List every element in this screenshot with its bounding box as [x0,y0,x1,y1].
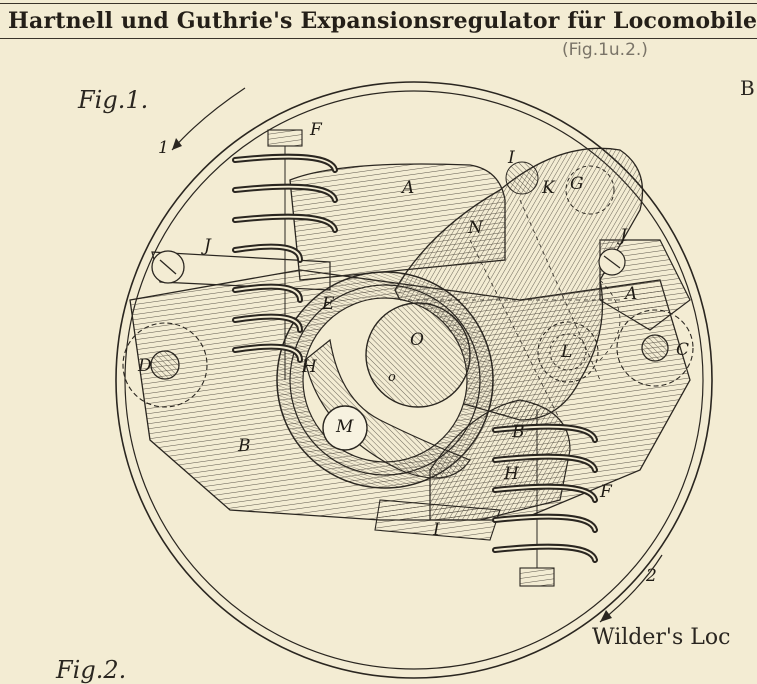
arrowhead-2 [600,610,612,622]
label-e: E [322,294,335,314]
label-a-right: A [625,284,638,304]
label-o-small: o [388,370,396,385]
spring-f-right [492,410,598,587]
label-l: L [561,342,573,362]
shaft-o [365,302,471,408]
label-rotation-2: 2 [646,566,657,586]
rod-j-eye-slot [159,259,177,275]
figure-reference: (Fig.1u.2.) [562,40,648,60]
boss-d-outline [122,322,208,408]
label-k: K [542,178,555,198]
fig2-caption: Fig.2. [56,656,127,684]
construction-lines [400,199,621,421]
label-n: N [468,218,483,238]
bolt-c [641,334,669,362]
label-g: G [570,174,584,194]
top-rule [0,3,757,4]
fig1-caption: Fig.1. [78,86,149,114]
boss-c-outline [616,309,694,387]
corner-label: B [740,76,755,100]
outer-ring-inner [124,90,704,670]
pin-m [322,405,368,451]
roller-i-top [505,161,539,195]
rotation-arrow-1 [171,87,246,151]
title-rule [0,38,757,39]
spring-f-left [232,129,338,380]
label-i-top: I [508,148,515,168]
label-f-upper: F [310,120,322,140]
label-o: O [410,330,424,350]
label-a-upper: A [402,178,415,198]
label-rotation-1: 1 [158,138,169,158]
footer-text: Wilder's Loc [592,625,731,650]
label-i-bottom: I [433,520,440,540]
label-h-left: H [302,357,317,377]
label-j-left: J [204,236,211,256]
hub-ring-e-inner [289,284,481,476]
outer-ring [115,81,713,679]
label-b-block: B [512,422,525,442]
label-c: C [676,340,690,360]
label-d: D [138,356,152,376]
strap-i [374,499,501,541]
pin-l-inner [549,333,587,371]
label-m: M [336,417,354,437]
pin-l [537,321,599,383]
arrowhead-1 [172,138,182,150]
label-f-lower: F [600,482,612,502]
rod-j-eye-right-slot [603,255,621,269]
pin-g [565,165,615,215]
label-b-lower: B [238,436,251,456]
label-h-right: H [504,464,519,484]
page-title: Hartnell und Guthrie's Expansionsregulat… [8,8,757,34]
bolt-d [150,350,180,380]
label-j-right: J [620,226,627,246]
